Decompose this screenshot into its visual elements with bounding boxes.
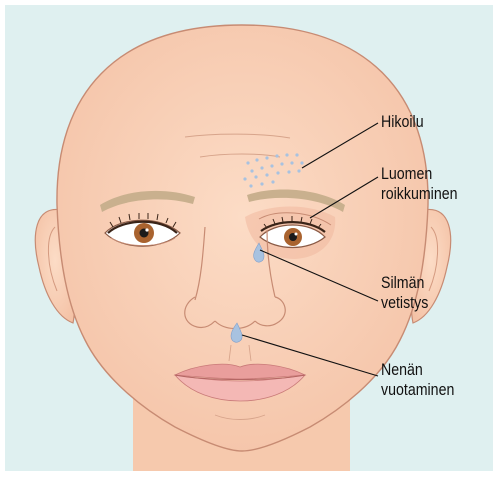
callout-tearing-line1: Silmän — [381, 273, 428, 293]
face-drawing — [5, 5, 493, 471]
callout-ptosis-line2: roikkuminen — [381, 184, 458, 204]
callout-ptosis: Luomen roikkuminen — [381, 164, 458, 204]
callout-rhinorrhea: Nenän vuotaminen — [381, 360, 454, 400]
callout-tearing-line2: vetistys — [381, 293, 428, 313]
callout-tearing: Silmän vetistys — [381, 273, 428, 313]
callout-sweating-line1: Hikoilu — [381, 112, 424, 132]
callout-rhinorrhea-line1: Nenän — [381, 360, 454, 380]
face-illustration: Hikoilu Luomen roikkuminen Silmän vetist… — [5, 5, 493, 471]
callout-ptosis-line1: Luomen — [381, 164, 458, 184]
callout-rhinorrhea-line2: vuotaminen — [381, 380, 454, 400]
callout-sweating: Hikoilu — [381, 112, 424, 132]
